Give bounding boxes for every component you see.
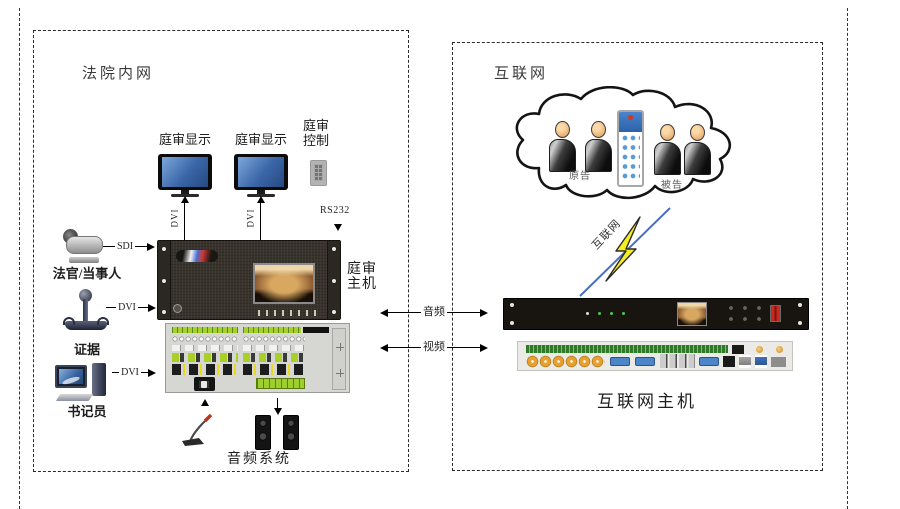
arrow-up-icon <box>180 196 189 203</box>
outer-right-dashed-line <box>847 8 848 509</box>
document-camera-icon <box>63 289 109 335</box>
internet-box <box>452 42 823 471</box>
arrow-right-icon <box>480 308 488 317</box>
evidence-label: 证据 <box>73 342 100 357</box>
screw-icon <box>336 369 344 377</box>
ethernet-port-icon <box>723 356 735 367</box>
microphone-icon <box>182 413 213 446</box>
monitor2-label: 庭审显示 <box>234 132 287 147</box>
arrow-down-icon <box>273 408 282 415</box>
internet-host-label: 互联网主机 <box>597 392 697 411</box>
clerk-label: 书记员 <box>67 404 107 419</box>
audio-system-label: 音频系统 <box>227 452 291 467</box>
monitor2-port-label: DVI <box>245 208 256 228</box>
vga-port-icon <box>610 357 630 366</box>
arrow-right-icon <box>480 343 488 352</box>
misc-port-icon <box>771 357 786 367</box>
mobile-app-phone-icon <box>617 110 644 187</box>
host-power-button <box>173 304 182 313</box>
hdmi-usb-ports-icon <box>660 354 695 368</box>
power-inlet-icon <box>194 377 215 391</box>
monitor1-dvi-arrow <box>180 196 189 240</box>
trial-monitor-2-icon <box>234 154 288 197</box>
video-link-arrow: 视频 <box>380 341 488 354</box>
clerk-dvi-link-arrow: DVI <box>112 366 156 379</box>
vga-port-icon <box>699 357 719 366</box>
control-panel-label: 庭审 控制 <box>303 118 330 148</box>
clerk-port-label: DVI <box>119 367 141 378</box>
lightning-link-icon <box>579 207 671 297</box>
arrow-right-icon <box>147 242 155 251</box>
person-icon <box>585 121 612 175</box>
remote-control-icon <box>310 160 327 186</box>
screw-icon <box>336 343 344 351</box>
host-lcd-screen <box>677 302 707 326</box>
desktop-computer-icon <box>55 363 113 401</box>
court-intranet-title: 法院内网 <box>82 66 155 82</box>
brand-logo-icon <box>176 250 218 262</box>
sdi-link-arrow: SDI <box>103 240 155 253</box>
audio-link-arrow: 音频 <box>380 306 488 319</box>
speaker-down-arrow <box>273 398 282 415</box>
court-intranet-box <box>33 30 409 472</box>
judge-party-label: 法官/当事人 <box>52 266 122 281</box>
arrow-up-icon <box>256 196 265 203</box>
defendant-label: 被告 <box>661 180 683 191</box>
audio-link-label: 音频 <box>421 306 447 318</box>
person-icon <box>684 124 711 178</box>
video-link-label: 视频 <box>421 341 447 353</box>
usb3-ports-icon <box>755 355 767 368</box>
internet-host-rack-icon <box>503 298 809 330</box>
arrow-left-icon <box>380 343 388 352</box>
outer-left-dashed-line <box>19 8 20 509</box>
mic-up-arrow-icon <box>201 399 209 406</box>
arrow-right-icon <box>148 368 156 377</box>
rs232-down-arrow-icon <box>334 224 342 231</box>
trial-host-label: 庭审 主机 <box>347 262 377 292</box>
trial-monitor-1-icon <box>158 154 212 197</box>
host-lcd-screen <box>253 263 315 304</box>
usb-ports-icon <box>739 355 751 368</box>
plaintiff-label: 原告 <box>569 171 591 182</box>
monitor1-label: 庭审显示 <box>158 132 211 147</box>
monitor2-dvi-arrow <box>256 196 265 240</box>
arrow-left-icon <box>380 308 388 317</box>
power-switch-icon <box>770 305 781 322</box>
speaker-icon <box>283 415 299 450</box>
rs232-label: RS232 <box>320 205 350 216</box>
internet-title: 互联网 <box>494 66 549 82</box>
status-leds <box>586 312 625 315</box>
arrow-right-icon <box>148 303 156 312</box>
person-icon <box>549 121 576 175</box>
person-icon <box>654 124 681 178</box>
evidence-port-label: DVI <box>116 302 138 313</box>
monitor1-port-label: DVI <box>169 208 180 228</box>
host-front-buttons <box>258 310 322 316</box>
trial-host-rack-icon <box>157 240 341 320</box>
internet-host-io-panel-icon <box>517 341 793 371</box>
bnc-connectors-icon <box>526 355 605 368</box>
sdi-port-label: SDI <box>114 241 136 252</box>
speaker-icon <box>255 415 271 450</box>
antenna-connector-icon <box>756 346 763 353</box>
audio-matrix-rack-icon <box>165 323 350 393</box>
antenna-connector-icon <box>776 346 783 353</box>
evidence-dvi-link-arrow: DVI <box>106 301 156 314</box>
host-front-buttons <box>725 303 767 325</box>
ptz-camera-icon <box>62 229 106 263</box>
vga-port-icon <box>635 357 655 366</box>
